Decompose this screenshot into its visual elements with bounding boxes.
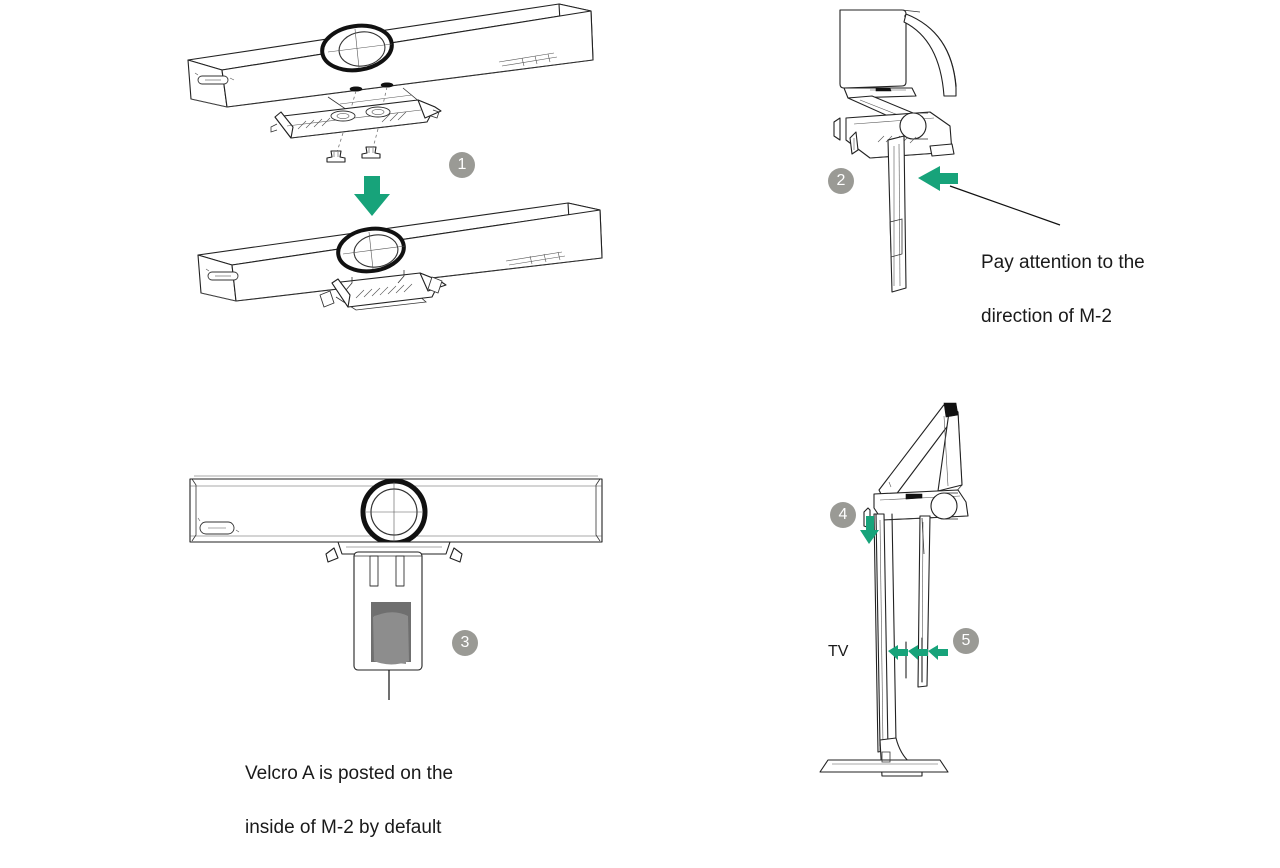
arrow-left-icon: [888, 645, 908, 660]
step-badge-2: 2: [828, 168, 854, 194]
note-leader-line: [949, 185, 1061, 226]
camera-bar-assembled: [197, 202, 603, 311]
step2-note-line-1: Pay attention to the: [981, 252, 1145, 273]
tv-panel-side: [839, 9, 957, 97]
arrow-down-icon: [860, 516, 879, 544]
diagram-canvas: 1: [150, 0, 1241, 838]
tv-side-silhouette: [819, 513, 949, 777]
brand-logo-icon: [199, 521, 235, 535]
step-badge-4: 4: [830, 502, 856, 528]
step3-note-line-2: inside of M-2 by default: [245, 817, 442, 838]
step-badge-5: 5: [953, 628, 979, 654]
screw-hole: [349, 86, 363, 92]
assembly-arrow-down: [352, 176, 392, 218]
panel-step-4-5: 4 5 TV: [810, 390, 1060, 780]
mount-bracket-attached: [319, 270, 447, 308]
panel-step-1: 1: [150, 0, 620, 200]
mount-bracket: [270, 99, 442, 139]
step45-illustration: [819, 402, 969, 777]
camera-lens-icon: [336, 226, 406, 274]
step-badge-3: 3: [452, 630, 478, 656]
step2-illustration: [833, 9, 1061, 293]
hinge-plate: [863, 489, 969, 529]
camera-bar-exploded: [187, 3, 594, 113]
step3-note: Velcro A is posted on the inside of M-2 …: [245, 733, 575, 868]
thumb-screw: [361, 146, 381, 159]
tv-label: TV: [828, 643, 849, 660]
step2-note-line-2: direction of M-2: [981, 306, 1112, 327]
gap-measure-lines: [905, 637, 923, 683]
assembled-bar-illustration: [197, 202, 603, 311]
brand-logo-icon: [197, 75, 229, 85]
velcro-patch: [371, 602, 411, 665]
arrow-left-icon: [918, 166, 958, 191]
step2-note: Pay attention to the direction of M-2: [981, 222, 1241, 357]
arrow-left-icon: [908, 645, 928, 660]
camera-lens-icon: [320, 23, 394, 73]
vent-grille: [505, 251, 566, 266]
mount-straps: [873, 513, 931, 753]
panel-assembled-bar: [170, 195, 610, 315]
panel-step-2: 2: [810, 0, 1210, 300]
camera-bar-front: [189, 475, 603, 546]
panel-step-3: 3: [170, 460, 620, 700]
step1-illustration: [187, 3, 594, 163]
camera-lens-icon: [360, 478, 428, 546]
step-badge-1: 1: [449, 152, 475, 178]
mount-arm-assembly: [833, 87, 955, 293]
step3-note-line-1: Velcro A is posted on the: [245, 763, 454, 784]
arrow-down-icon: [354, 176, 390, 216]
thumb-screw: [326, 150, 346, 163]
vent-grille: [498, 52, 558, 67]
screw-hole: [380, 82, 394, 88]
step3-illustration: [189, 475, 603, 700]
camera-bar-tilted: [878, 402, 963, 503]
brand-logo-icon: [207, 271, 239, 281]
arrow-left-icon: [928, 645, 948, 660]
